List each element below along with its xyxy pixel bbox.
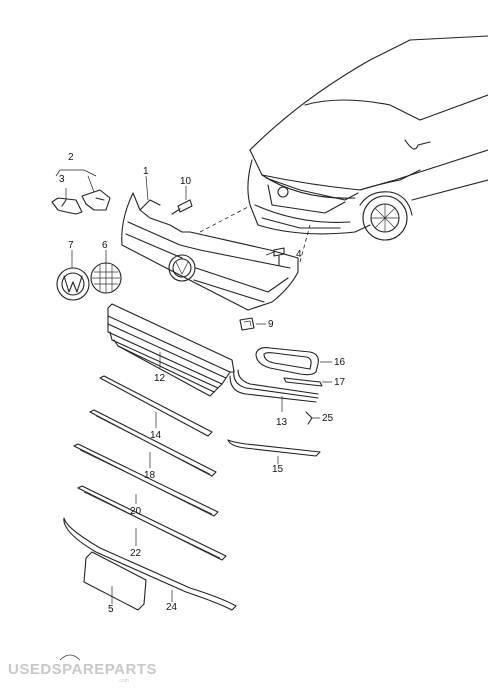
callout-25: 25 bbox=[322, 413, 334, 424]
emblem-carrier bbox=[90, 262, 122, 294]
callout-numbers: 1 2 3 10 4 7 6 9 12 16 17 13 25 14 15 18… bbox=[59, 152, 346, 615]
brackets-2-3 bbox=[51, 169, 111, 215]
callout-5: 5 bbox=[108, 604, 114, 615]
watermark-logo: USEDSPAREPARTS bbox=[8, 661, 157, 678]
screw-4 bbox=[273, 247, 285, 266]
screw-10 bbox=[171, 199, 193, 215]
trim-strip-17 bbox=[283, 377, 323, 387]
clip-9 bbox=[239, 317, 255, 331]
callout-18: 18 bbox=[144, 470, 156, 481]
callout-14: 14 bbox=[150, 430, 162, 441]
callout-12: 12 bbox=[154, 373, 166, 384]
wheel-icon bbox=[59, 654, 81, 661]
strip-18 bbox=[89, 409, 217, 477]
vw-emblem bbox=[56, 267, 90, 301]
callout-15: 15 bbox=[272, 464, 284, 475]
car-illustration bbox=[247, 35, 488, 241]
watermark: USEDSPAREPARTS .com bbox=[8, 654, 157, 684]
dashed-leader bbox=[199, 206, 249, 233]
callout-10: 10 bbox=[180, 176, 192, 187]
callout-3: 3 bbox=[59, 174, 65, 185]
moulding-15 bbox=[227, 439, 321, 457]
plate-holder-5 bbox=[83, 551, 147, 611]
leader-lines bbox=[71, 175, 332, 604]
callout-1: 1 bbox=[143, 166, 149, 177]
callout-4: 4 bbox=[296, 249, 302, 260]
callout-20: 20 bbox=[130, 506, 142, 517]
screw-25 bbox=[305, 411, 313, 425]
callout-22: 22 bbox=[130, 548, 142, 559]
strip-14 bbox=[99, 375, 213, 437]
callout-2: 2 bbox=[68, 152, 74, 163]
callout-17: 17 bbox=[334, 377, 346, 388]
callout-16: 16 bbox=[334, 357, 346, 368]
callout-13: 13 bbox=[276, 417, 288, 428]
fog-trim-16 bbox=[255, 347, 319, 376]
callout-7: 7 bbox=[68, 240, 74, 251]
spoiler-trim-13 bbox=[229, 369, 319, 403]
watermark-sub: .com bbox=[118, 678, 129, 684]
callout-9: 9 bbox=[268, 319, 274, 330]
callout-6: 6 bbox=[102, 240, 108, 251]
upper-grille bbox=[121, 192, 299, 311]
lower-grille bbox=[107, 303, 235, 397]
lower-trim-24 bbox=[63, 517, 237, 611]
dashed-leader bbox=[299, 224, 311, 263]
callout-24: 24 bbox=[166, 602, 178, 613]
strip-22 bbox=[77, 485, 227, 561]
